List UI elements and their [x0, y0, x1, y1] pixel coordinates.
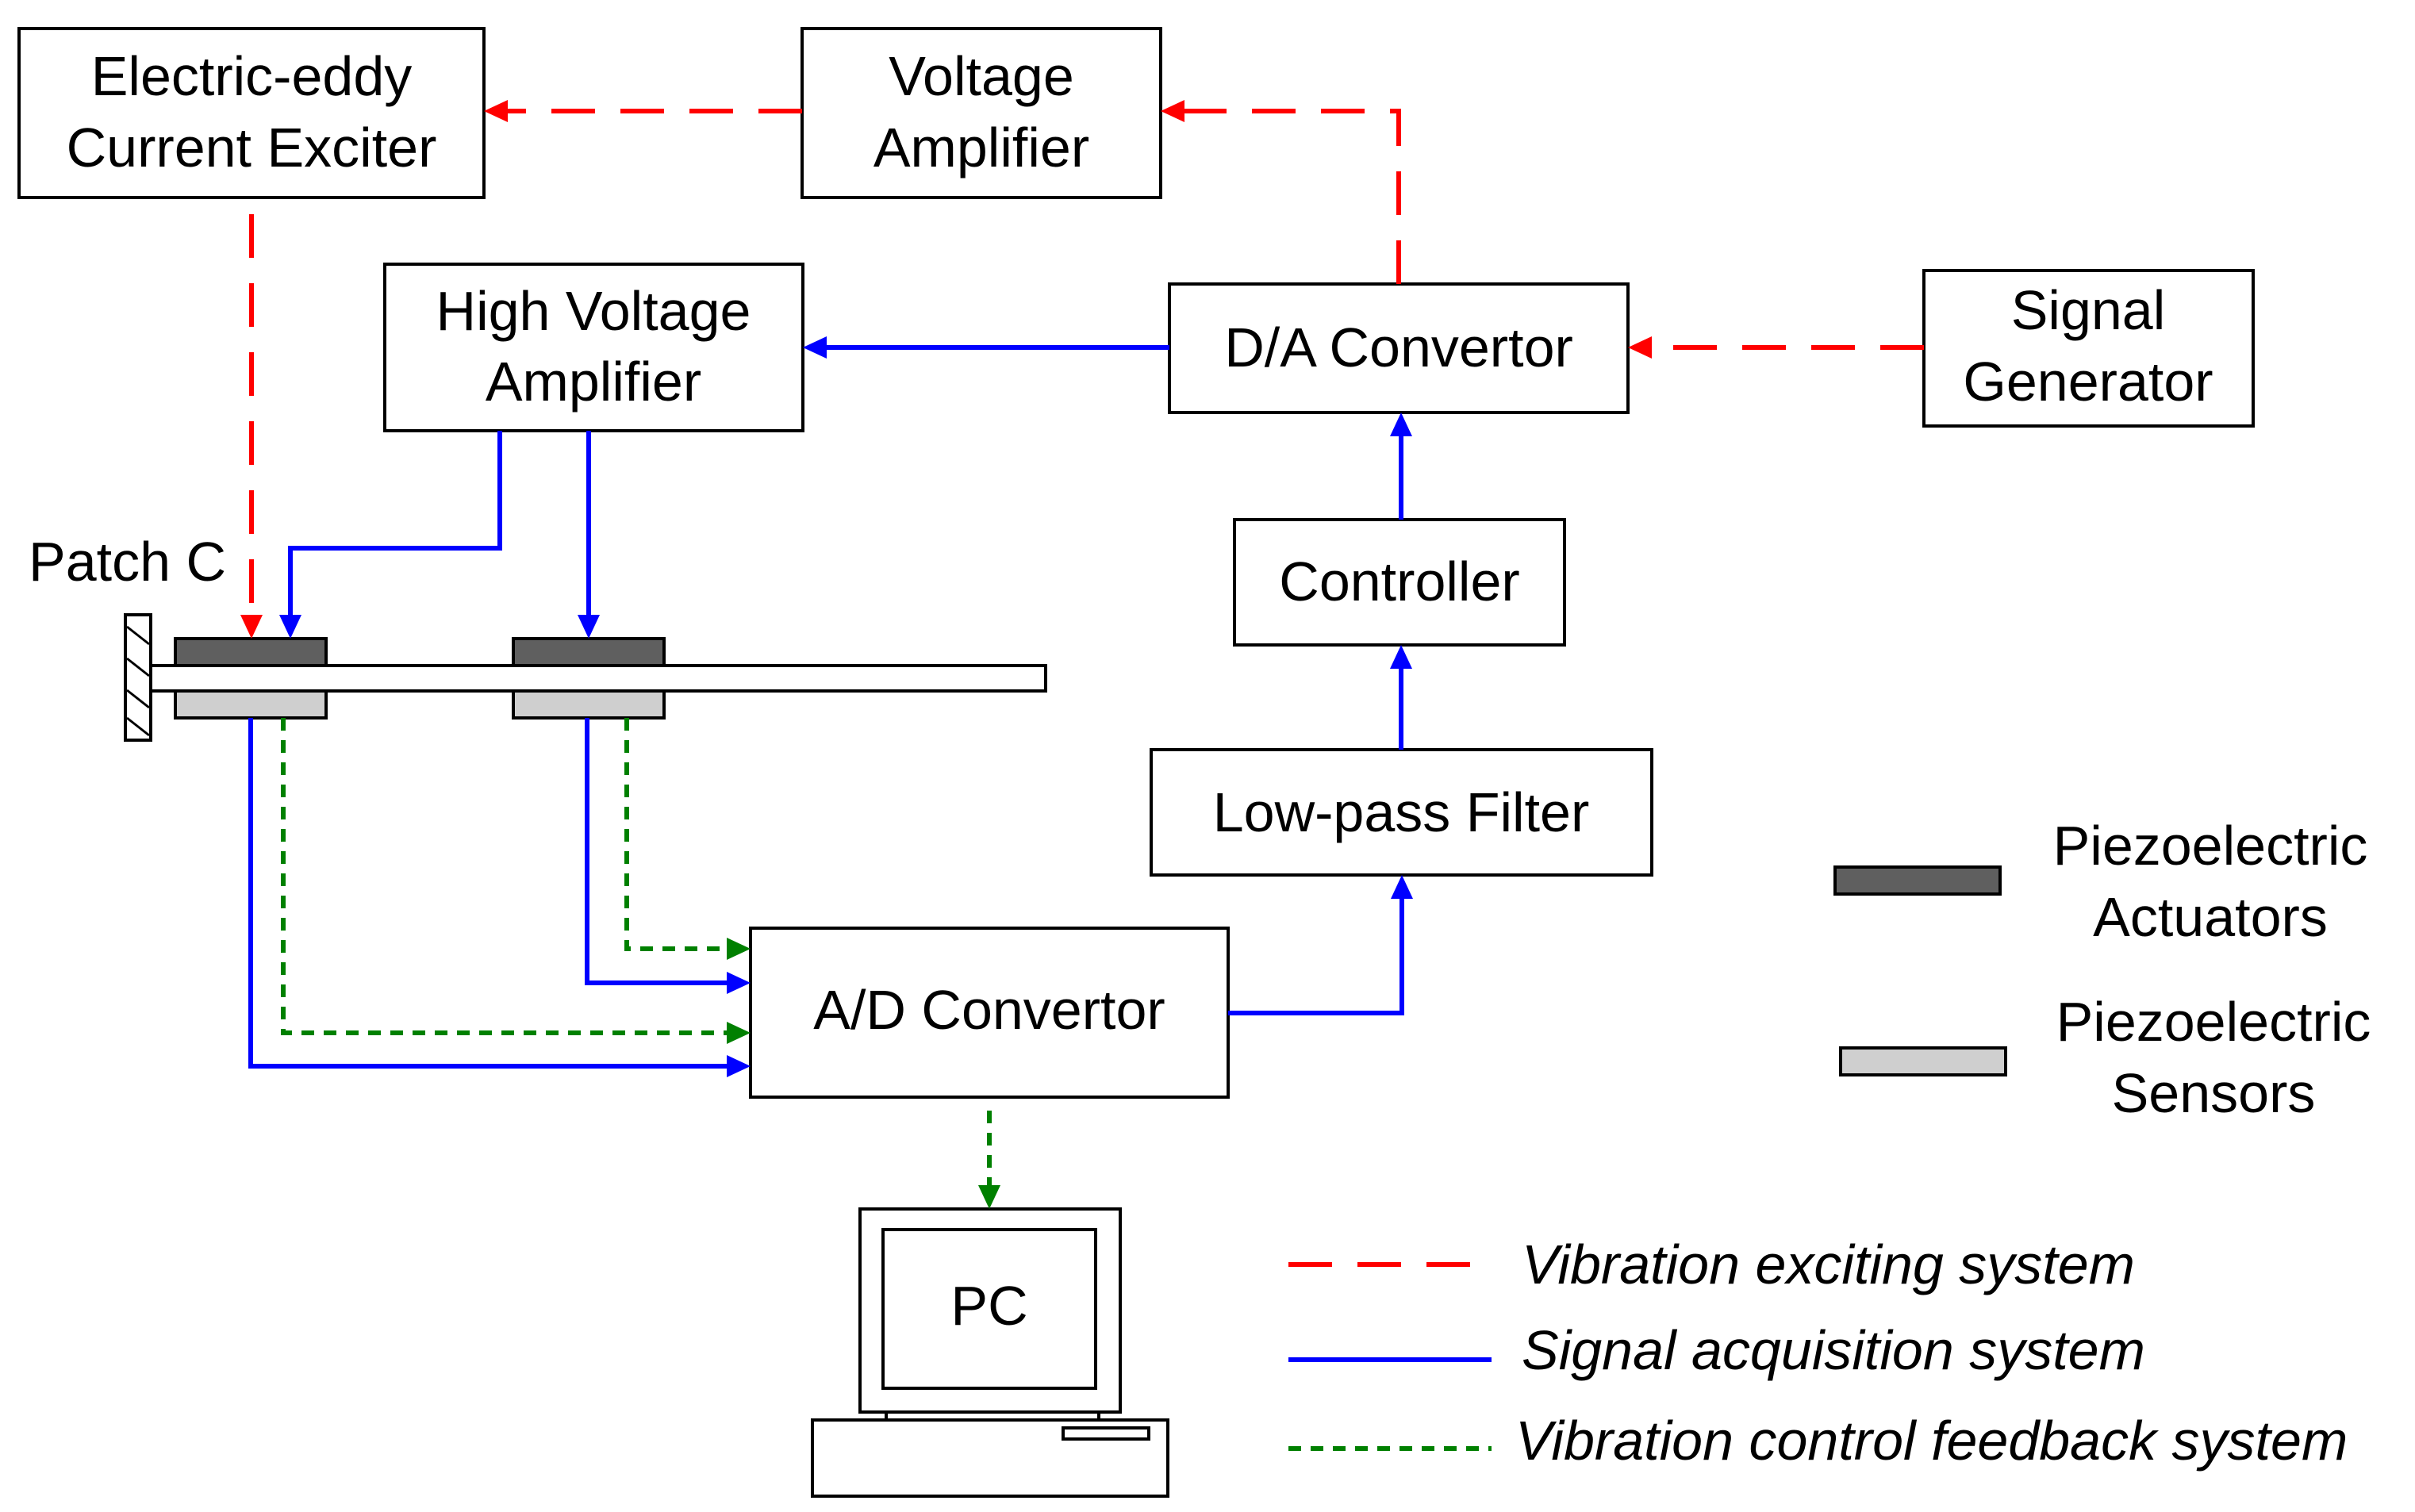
hv-amp-to-patch-c-line	[288, 431, 502, 619]
legend-feedback-label: Vibration control feedback system	[1515, 1410, 2348, 1472]
legend: Piezoelectric Actuators Piezoelectric Se…	[1288, 815, 2371, 1472]
pc-disk-slot	[1062, 1426, 1150, 1441]
sensor-patch-2	[512, 689, 666, 720]
controller-label: Controller	[1279, 551, 1519, 612]
patch-c-label: Patch C	[29, 531, 226, 593]
clamp-hatch	[126, 625, 150, 737]
arrowhead-patch-2-actuator	[578, 615, 600, 639]
exciting-connections	[240, 100, 1924, 639]
da-convertor-label: D/A Convertor	[1224, 317, 1573, 378]
controller-block: Controller	[1233, 518, 1566, 647]
legend-actuators-line1: Piezoelectric	[2053, 815, 2368, 877]
da-convertor-block: D/A Convertor	[1168, 282, 1630, 414]
legend-acquisition-label: Signal acquisition system	[1522, 1319, 2145, 1381]
low-pass-filter-label: Low-pass Filter	[1213, 781, 1590, 843]
cantilever-beam	[149, 664, 1047, 693]
clamp-support	[124, 613, 152, 742]
arrowhead-ad-1	[727, 1055, 751, 1077]
arrowhead-exciter	[484, 100, 508, 122]
sensor-patch-c	[174, 689, 328, 720]
exciter-label-line2: Current Exciter	[67, 117, 437, 178]
signal-generator-label-line1: Signal	[2011, 279, 2166, 341]
cantilever-beam-assembly	[124, 613, 1047, 742]
ad-to-lowpass-line	[1228, 892, 1404, 1015]
ad-convertor-block: A/D Convertor	[749, 927, 1230, 1099]
electric-eddy-current-exciter-block: Electric-eddy Current Exciter	[17, 27, 486, 199]
arrowhead-da-from-controller	[1390, 413, 1412, 436]
sensor-2-to-ad-line	[585, 718, 733, 985]
ad-convertor-label: A/D Convertor	[813, 979, 1165, 1041]
voltage-amplifier-block: Voltage Amplifier	[801, 27, 1162, 199]
hv-amplifier-label-line2: Amplifier	[486, 351, 701, 413]
acquisition-connections	[248, 336, 1413, 1077]
actuator-patch-2	[512, 637, 666, 667]
arrowhead-hv-amp	[803, 336, 827, 359]
arrowhead-lowpass	[1391, 875, 1413, 899]
pc-label: PC	[950, 1275, 1027, 1337]
low-pass-filter-block: Low-pass Filter	[1150, 748, 1653, 877]
legend-exciting-label: Vibration exciting system	[1522, 1234, 2135, 1295]
feedback-connections	[281, 718, 1000, 1209]
da-to-voltage-amp-line	[1178, 109, 1401, 284]
actuator-patch-c	[174, 637, 328, 667]
arrowhead-patch-c-exciter	[240, 615, 263, 639]
legend-actuators-line2: Actuators	[2093, 886, 2328, 948]
legend-actuator-swatch	[1833, 865, 2002, 896]
sensor-c-to-ad-line	[248, 718, 733, 1069]
signal-generator-label-line2: Generator	[1963, 351, 2213, 413]
pc-screen	[881, 1228, 1097, 1390]
signal-generator-block: Signal Generator	[1922, 269, 2255, 428]
arrowhead-controller	[1390, 645, 1412, 669]
legend-sensors-line2: Sensors	[2112, 1062, 2316, 1124]
sensor-2-feedback-line	[624, 718, 733, 951]
high-voltage-amplifier-block: High Voltage Amplifier	[383, 263, 804, 432]
pc-computer: PC	[811, 1207, 1169, 1498]
hv-amplifier-label-line1: High Voltage	[436, 280, 751, 342]
arrowhead-ad-2	[727, 972, 751, 994]
arrowhead-pc	[978, 1185, 1000, 1209]
legend-sensors-line1: Piezoelectric	[2056, 991, 2371, 1053]
voltage-amplifier-label-line2: Amplifier	[873, 117, 1089, 178]
arrowhead-voltage-amp	[1161, 100, 1184, 122]
arrowhead-da	[1628, 336, 1652, 359]
arrowhead-ad-feedback-2	[727, 938, 751, 960]
arrowhead-patch-c-actuator	[279, 615, 301, 639]
sensor-c-feedback-line	[281, 718, 733, 1035]
arrowhead-ad-feedback-1	[727, 1022, 751, 1044]
voltage-amplifier-label-line1: Voltage	[889, 45, 1074, 107]
exciter-label-line1: Electric-eddy	[91, 45, 413, 107]
legend-sensor-swatch	[1839, 1046, 2007, 1076]
